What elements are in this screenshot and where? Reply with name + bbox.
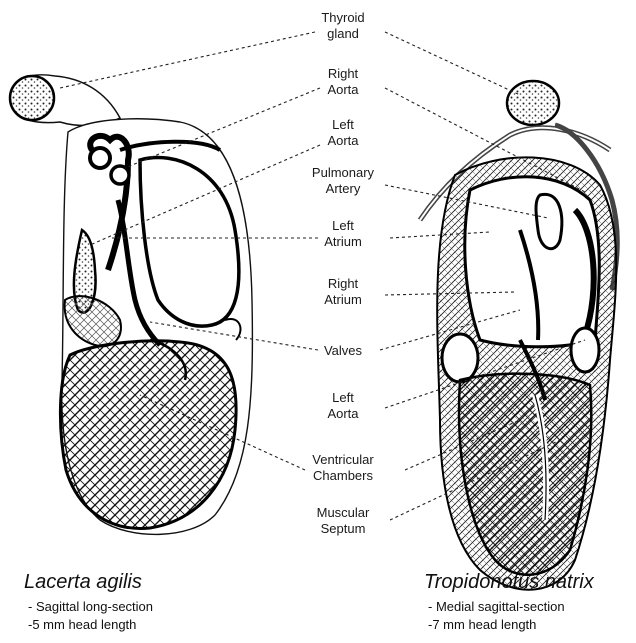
label-right-aorta: Right Aorta [305,66,381,98]
tropidonotus-note-length: -7 mm head length [428,617,536,633]
lacerta-species-name: Lacerta agilis [24,571,142,594]
label-septum-line2: Septum [305,521,381,537]
label-pulmonary-line2: Artery [300,181,386,197]
label-valves: Valves [305,343,381,359]
label-left-atrium: Left Atrium [305,218,381,250]
tropidonotus-species-name: Tropidonotus natrix [424,571,594,594]
label-left-aorta-mid: Left Aorta [305,390,381,422]
label-left-aorta-mid-line1: Left [305,390,381,406]
label-left-aorta-top-line2: Aorta [305,133,381,149]
label-left-atrium-line2: Atrium [305,234,381,250]
label-thyroid-line1: Thyroid [305,10,381,26]
lacerta-note-length: -5 mm head length [28,617,136,633]
label-thyroid-line2: gland [305,26,381,42]
label-left-atrium-line1: Left [305,218,381,234]
label-ventricular-line1: Ventricular [300,452,386,468]
label-right-atrium-line2: Atrium [305,292,381,308]
label-valves-line1: Valves [305,343,381,359]
lacerta-heart [10,75,252,535]
label-right-atrium: Right Atrium [305,276,381,308]
label-left-aorta-top-line1: Left [305,117,381,133]
label-right-aorta-line2: Aorta [305,82,381,98]
label-pulmonary-line1: Pulmonary [300,165,386,181]
tropidonotus-left-atrium [465,177,599,347]
label-left-aorta-mid-line2: Aorta [305,406,381,422]
label-left-aorta-top: Left Aorta [305,117,381,149]
label-thyroid-gland: Thyroid gland [305,10,381,42]
tropidonotus-valves [442,334,478,382]
label-pulmonary-artery: Pulmonary Artery [300,165,386,197]
tropidonotus-pulmonary-artery [536,194,562,248]
lacerta-note-section: - Sagittal long-section [28,599,153,615]
tropidonotus-note-section: - Medial sagittal-section [428,599,565,615]
label-septum-line1: Muscular [305,505,381,521]
label-ventricular-line2: Chambers [300,468,386,484]
label-right-atrium-line1: Right [305,276,381,292]
lacerta-thyroid-gland [10,76,54,120]
label-muscular-septum: Muscular Septum [305,505,381,537]
label-ventricular-chambers: Ventricular Chambers [300,452,386,484]
label-right-aorta-line1: Right [305,66,381,82]
tropidonotus-thyroid-gland [507,81,559,125]
